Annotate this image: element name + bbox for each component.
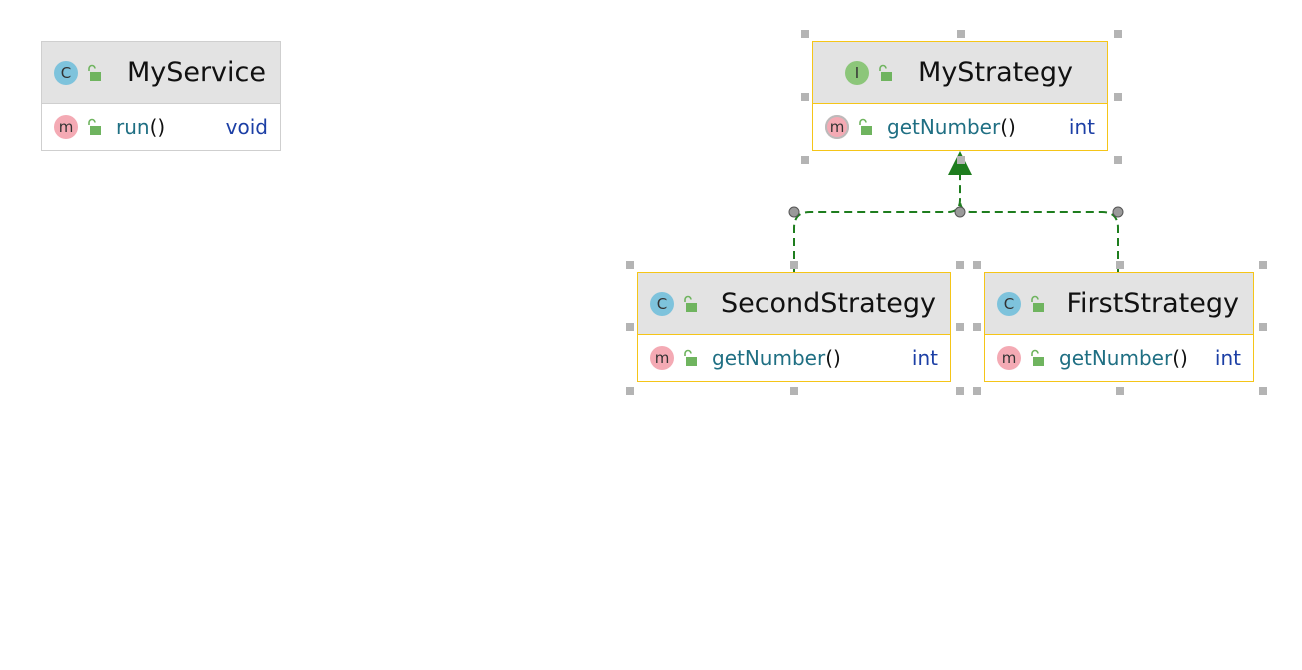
class-name: MyService bbox=[126, 57, 266, 88]
method-icon: m bbox=[997, 346, 1021, 370]
resize-handle[interactable] bbox=[626, 387, 634, 395]
method-return-type: int bbox=[1214, 346, 1241, 370]
class-name: SecondStrategy bbox=[720, 288, 936, 319]
resize-handle[interactable] bbox=[956, 323, 964, 331]
resize-handle[interactable] bbox=[801, 93, 809, 101]
public-lock-icon bbox=[1031, 349, 1044, 366]
resize-handle[interactable] bbox=[957, 30, 965, 38]
method-row[interactable]: m getNumber() int bbox=[813, 104, 1107, 150]
public-lock-icon bbox=[88, 64, 101, 81]
class-header: C SecondStrategy bbox=[638, 273, 950, 335]
method-name: getNumber() bbox=[712, 346, 841, 370]
method-icon: m bbox=[54, 115, 78, 139]
resize-handle[interactable] bbox=[626, 323, 634, 331]
method-return-type: void bbox=[225, 115, 268, 139]
public-lock-icon bbox=[859, 118, 872, 135]
class-node-myservice[interactable]: C MyService m run() void bbox=[41, 41, 281, 151]
public-lock-icon bbox=[684, 349, 697, 366]
resize-handle[interactable] bbox=[1116, 261, 1124, 269]
class-name: FirstStrategy bbox=[1066, 288, 1239, 319]
resize-handle[interactable] bbox=[801, 30, 809, 38]
resize-handle[interactable] bbox=[973, 387, 981, 395]
resize-handle[interactable] bbox=[957, 156, 965, 164]
class-header: I MyStrategy bbox=[813, 42, 1107, 104]
resize-handle[interactable] bbox=[1114, 93, 1122, 101]
resize-handle[interactable] bbox=[956, 261, 964, 269]
method-return-type: int bbox=[911, 346, 938, 370]
class-kind-icon: C bbox=[650, 291, 674, 316]
class-node-firststrategy[interactable]: C FirstStrategy m getNumber() int bbox=[984, 272, 1254, 382]
class-kind-icon: C bbox=[54, 60, 78, 85]
implements-edge-firststrategy[interactable] bbox=[959, 199, 1119, 272]
resize-handle[interactable] bbox=[973, 261, 981, 269]
class-name: MyStrategy bbox=[918, 57, 1073, 88]
resize-handle[interactable] bbox=[1114, 156, 1122, 164]
method-name: run() bbox=[116, 115, 166, 139]
resize-handle[interactable] bbox=[1116, 387, 1124, 395]
method-name: getNumber() bbox=[1059, 346, 1188, 370]
public-lock-icon bbox=[1031, 295, 1044, 312]
resize-handle[interactable] bbox=[790, 387, 798, 395]
resize-handle[interactable] bbox=[801, 156, 809, 164]
resize-handle[interactable] bbox=[790, 261, 798, 269]
public-lock-icon bbox=[879, 64, 892, 81]
edge-bend-handle[interactable] bbox=[954, 206, 966, 218]
method-icon: m bbox=[650, 346, 674, 370]
resize-handle[interactable] bbox=[1259, 387, 1267, 395]
class-node-secondstrategy[interactable]: C SecondStrategy m getNumber() int bbox=[637, 272, 951, 382]
class-kind-icon: C bbox=[997, 291, 1021, 316]
class-header: C FirstStrategy bbox=[985, 273, 1253, 335]
implements-edge-secondstrategy[interactable] bbox=[793, 174, 961, 272]
public-lock-icon bbox=[88, 118, 101, 135]
edge-bend-handle[interactable] bbox=[1112, 206, 1124, 218]
resize-handle[interactable] bbox=[1114, 30, 1122, 38]
method-row[interactable]: m run() void bbox=[42, 104, 280, 150]
method-name: getNumber() bbox=[887, 115, 1016, 139]
edge-bend-handle[interactable] bbox=[788, 206, 800, 218]
resize-handle[interactable] bbox=[626, 261, 634, 269]
resize-handle[interactable] bbox=[1259, 261, 1267, 269]
method-return-type: int bbox=[1068, 115, 1095, 139]
interface-node-mystrategy[interactable]: I MyStrategy m getNumber() int bbox=[812, 41, 1108, 151]
resize-handle[interactable] bbox=[956, 387, 964, 395]
public-lock-icon bbox=[684, 295, 697, 312]
method-row[interactable]: m getNumber() int bbox=[638, 335, 950, 381]
resize-handle[interactable] bbox=[973, 323, 981, 331]
resize-handle[interactable] bbox=[1259, 323, 1267, 331]
class-header: C MyService bbox=[42, 42, 280, 104]
interface-kind-icon: I bbox=[845, 60, 869, 85]
method-row[interactable]: m getNumber() int bbox=[985, 335, 1253, 381]
abstract-method-icon: m bbox=[825, 115, 849, 139]
